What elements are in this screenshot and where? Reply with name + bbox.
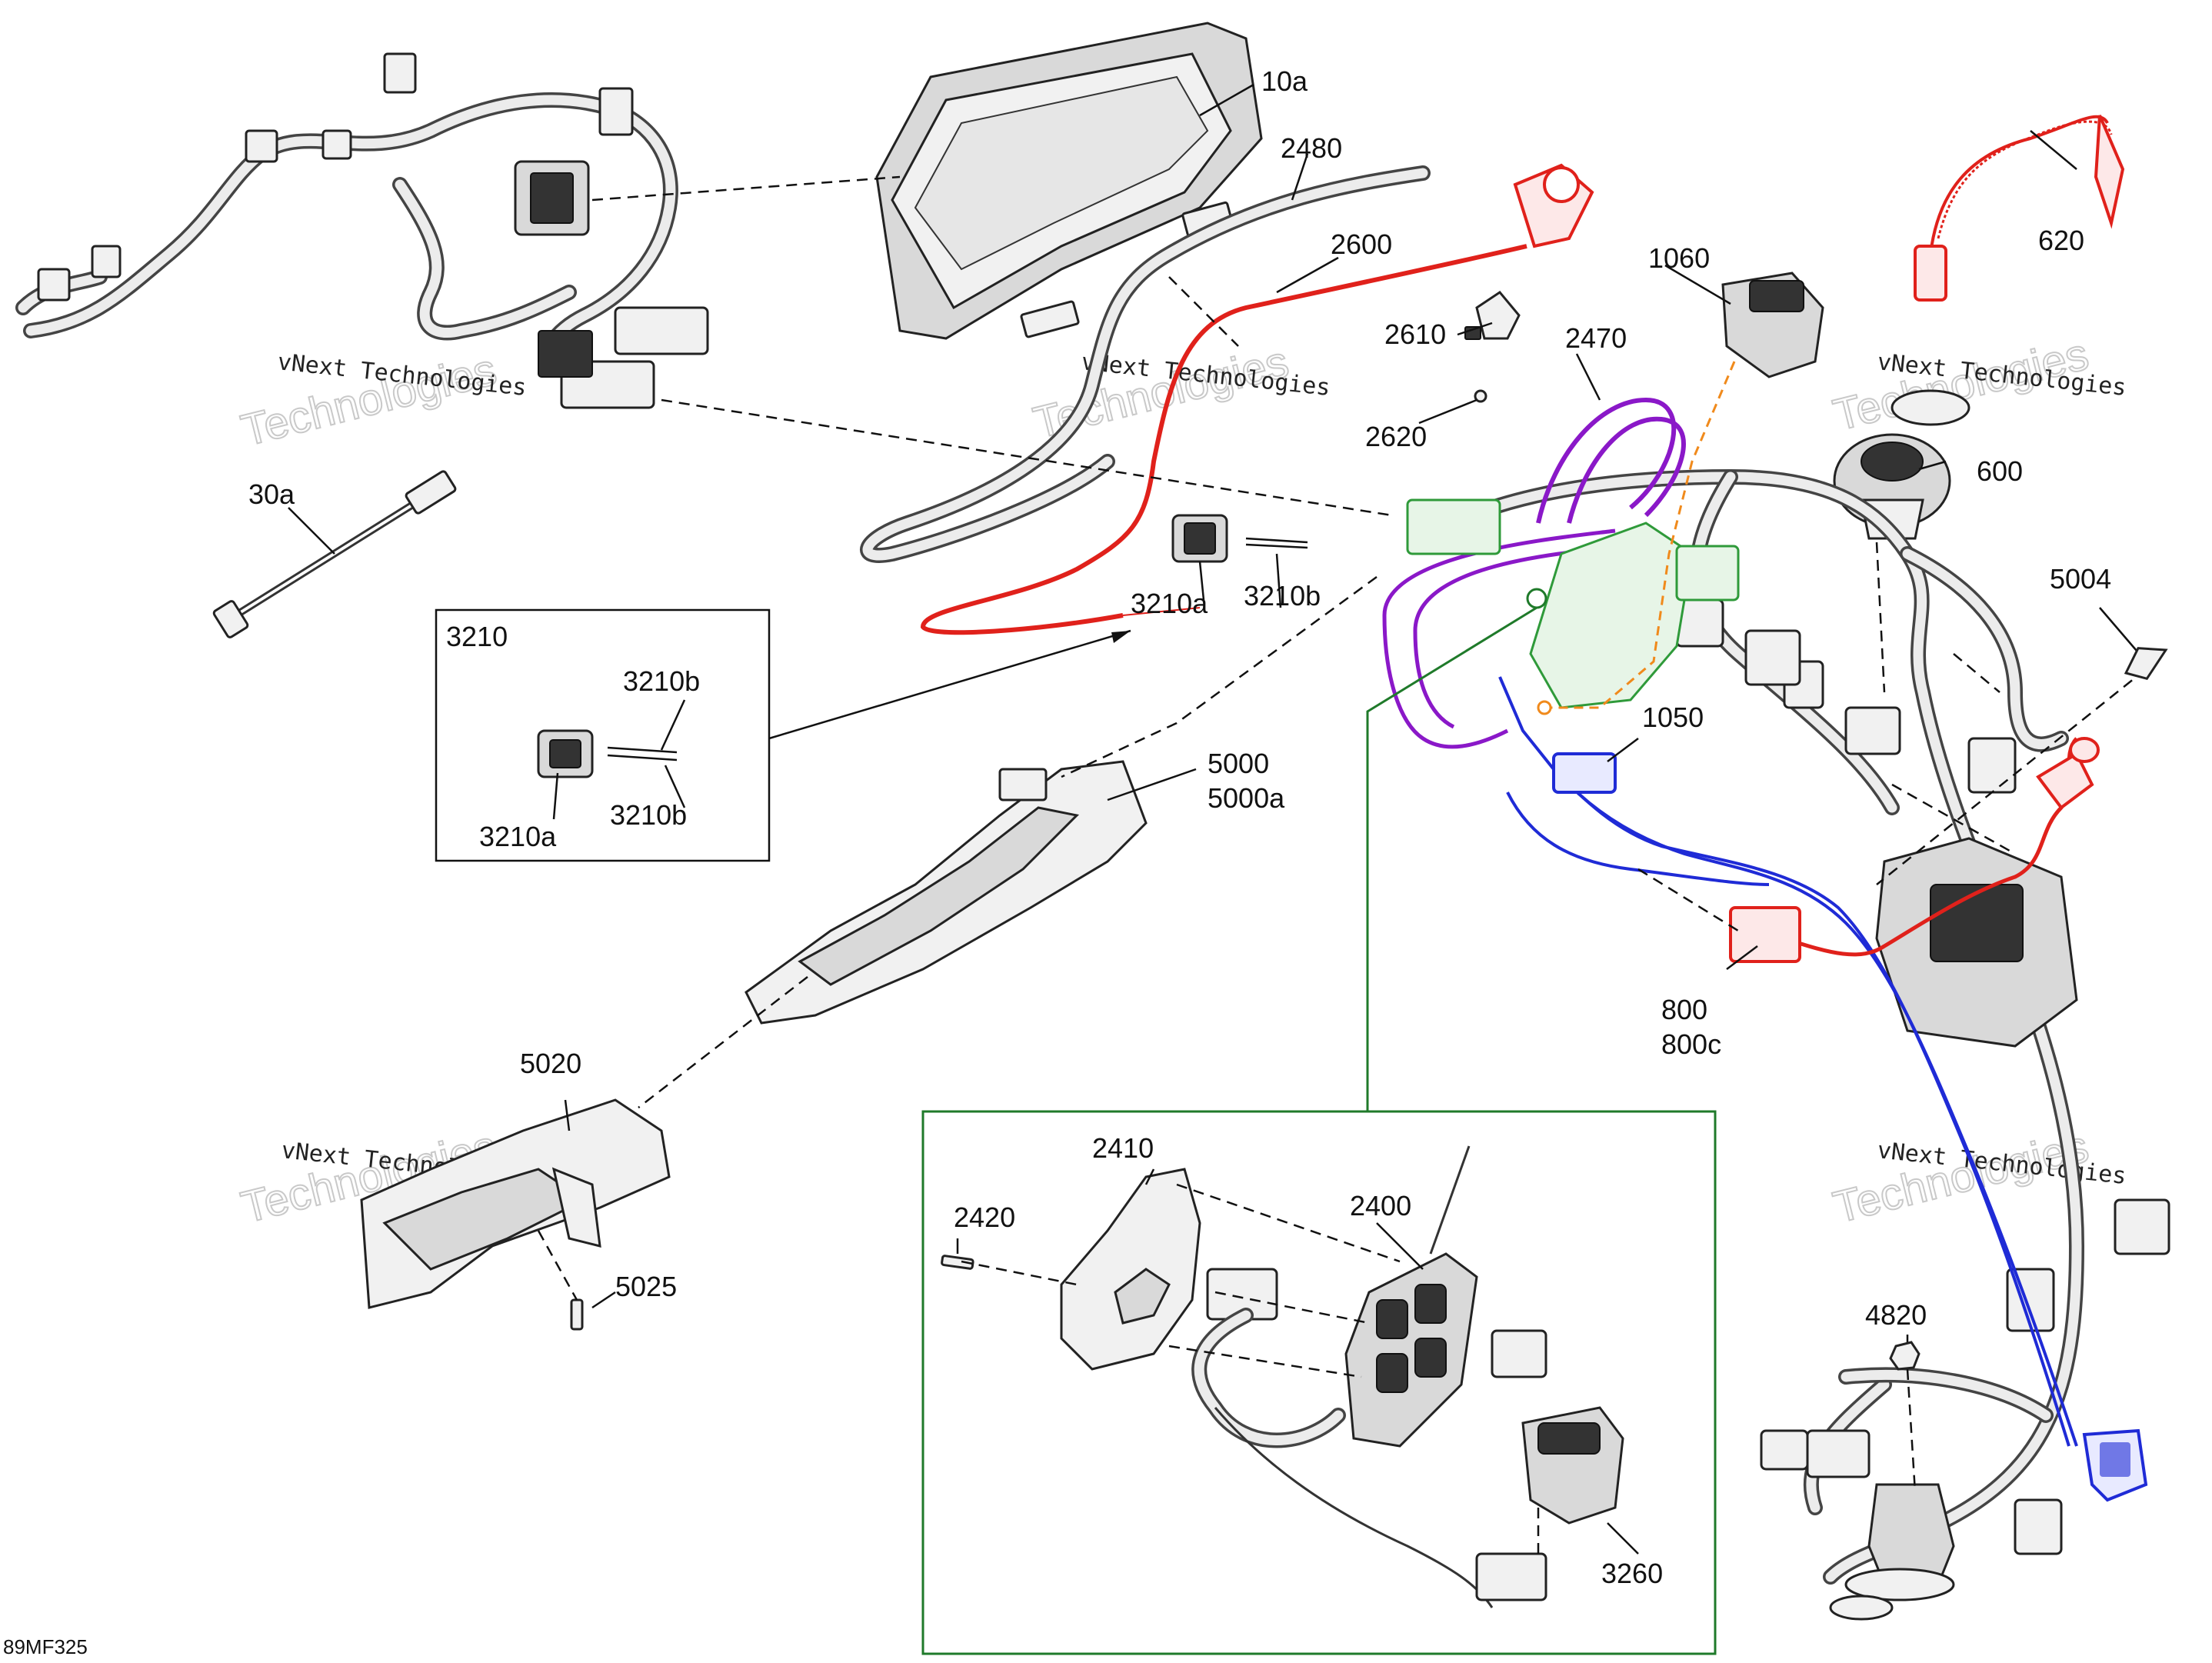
- watermark-right: Technologies vNext Technologies: [1827, 328, 2127, 442]
- switch-1060: [1721, 272, 1824, 378]
- label-5000: 5000: [1208, 748, 1269, 779]
- bracket-5000: [745, 760, 1148, 1025]
- screw-2620: [1474, 389, 1487, 403]
- dashboard-harness: [15, 52, 709, 409]
- label-2480: 2480: [1281, 132, 1342, 164]
- label-1060: 1060: [1648, 242, 1710, 274]
- connector-3210: [1171, 514, 1308, 563]
- sensor-30a: [212, 470, 457, 638]
- label-5004: 5004: [2050, 563, 2111, 595]
- label-3260: 3260: [1601, 1558, 1663, 1589]
- bracket-5020: [360, 1098, 671, 1309]
- instrument-cluster: [875, 22, 1263, 340]
- label-3210b: 3210b: [1244, 580, 1321, 612]
- label-2420: 2420: [954, 1201, 1015, 1233]
- diagram-code: 89MF325: [3, 1635, 88, 1658]
- screw-5025: [570, 1298, 584, 1331]
- pin-5004: [2124, 647, 2168, 681]
- label-800: 800: [1661, 994, 1707, 1025]
- switch-module-highlight: [1406, 498, 1740, 709]
- label-2410: 2410: [1092, 1132, 1154, 1164]
- orange-dash-line: [1546, 361, 1736, 709]
- cable-2480: [860, 165, 1431, 563]
- label-800c: 800c: [1661, 1028, 1721, 1060]
- harness-1050: [1498, 676, 2148, 1502]
- detail-box-switch-module: [921, 606, 1717, 1655]
- tether-cord-620: [1914, 115, 2125, 302]
- label-30a: 30a: [248, 478, 295, 510]
- label-3210a: 3210a: [1131, 588, 1208, 619]
- label-2600: 2600: [1331, 228, 1392, 260]
- orange-dot: [1537, 700, 1552, 715]
- label-2610: 2610: [1384, 318, 1446, 350]
- label-3210a-box: 3210a: [479, 821, 557, 852]
- cable-2470: [1382, 397, 1686, 749]
- label-2400: 2400: [1350, 1190, 1411, 1221]
- watermark-left: Technologies vNext Technologies: [235, 344, 528, 457]
- label-620: 620: [2038, 225, 2084, 256]
- label-5025: 5025: [615, 1271, 677, 1302]
- label-5020: 5020: [520, 1048, 581, 1079]
- label-3210b-top: 3210b: [623, 665, 700, 697]
- label-2620: 2620: [1365, 421, 1427, 452]
- cable-800: [1729, 737, 2100, 963]
- label-3210: 3210: [446, 621, 508, 652]
- cable-2600: [920, 163, 1594, 635]
- label-3210b-bottom: 3210b: [610, 799, 687, 831]
- explode-lines: [537, 175, 2147, 1493]
- label-2470: 2470: [1565, 322, 1627, 354]
- main-harness: [1415, 469, 2170, 1621]
- label-5000a: 5000a: [1208, 782, 1285, 814]
- label-4820: 4820: [1865, 1299, 1927, 1331]
- clip-2610: [1464, 291, 1521, 340]
- nut-4820: [1889, 1341, 1921, 1371]
- part-labels: 10a 2480 2600 2610 2620 1060 2470 620 60…: [248, 65, 2111, 1589]
- label-10a: 10a: [1261, 65, 1308, 97]
- label-600: 600: [1977, 455, 2023, 487]
- label-1050: 1050: [1642, 702, 1704, 733]
- detail-box-3210: [435, 608, 771, 862]
